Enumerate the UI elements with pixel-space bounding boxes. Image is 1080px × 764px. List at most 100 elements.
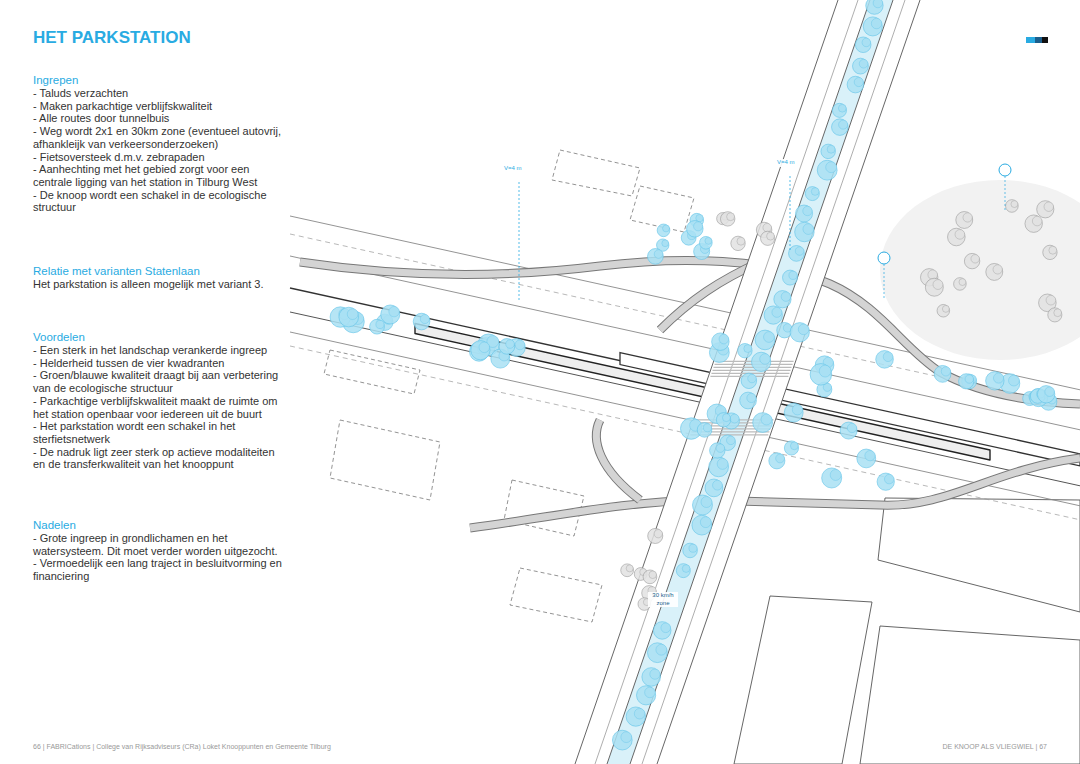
existing-building-outline bbox=[510, 568, 602, 622]
tree-blue bbox=[692, 515, 712, 535]
road-edge bbox=[607, 0, 870, 764]
green-strip bbox=[607, 0, 893, 764]
tree-grey bbox=[948, 228, 966, 246]
text-section: Ingrepen- Taluds verzachten- Maken parka… bbox=[33, 74, 285, 214]
height-label: V=4 m bbox=[503, 165, 523, 173]
tree-blue bbox=[993, 373, 1003, 383]
tree-blue bbox=[760, 354, 771, 365]
tree-blue bbox=[877, 473, 894, 490]
tree-blue bbox=[648, 249, 664, 265]
bullet-text: - Weg wordt 2x1 en 30km zone (eventueel … bbox=[33, 125, 285, 150]
page-mark bbox=[1026, 37, 1035, 43]
tree-grey bbox=[763, 223, 772, 232]
tree-blue bbox=[965, 375, 973, 383]
height-leader bbox=[790, 176, 791, 250]
tree-blue bbox=[744, 345, 752, 353]
bullet-text: - Een sterk in het landschap verankerde … bbox=[33, 344, 285, 357]
tree-blue bbox=[499, 339, 515, 355]
tree-blue bbox=[826, 162, 837, 173]
tree-blue bbox=[855, 37, 871, 53]
tree-blue bbox=[784, 441, 798, 455]
tree-grey bbox=[767, 232, 775, 240]
tree-grey bbox=[643, 570, 657, 584]
park-wash bbox=[880, 180, 1080, 360]
tree-blue bbox=[687, 221, 704, 238]
tree-blue bbox=[740, 392, 757, 409]
text-section: Nadelen- Grote ingreep in grondlichamen … bbox=[33, 519, 285, 583]
tree-grey bbox=[933, 280, 943, 290]
tree-blue bbox=[741, 373, 756, 388]
bullet-text: - De knoop wordt een schakel in de ecolo… bbox=[33, 189, 285, 214]
tree-grey bbox=[971, 255, 979, 263]
tree-blue bbox=[719, 334, 729, 344]
height-label: V=4 m bbox=[776, 159, 796, 167]
tree-grey bbox=[649, 571, 657, 579]
tree-blue bbox=[840, 422, 857, 439]
section-heading: Relatie met varianten Statenlaan bbox=[33, 265, 285, 278]
tree-grey bbox=[720, 212, 734, 226]
tree-grey bbox=[648, 528, 663, 543]
bullet-text: - Helderheid tussen de vier kwadranten bbox=[33, 357, 285, 370]
tree-blue bbox=[774, 291, 791, 308]
text-section: Relatie met varianten StatenlaanHet park… bbox=[33, 265, 285, 291]
tree-blue bbox=[705, 479, 723, 497]
tree-blue bbox=[682, 565, 690, 573]
tree-grey bbox=[959, 279, 966, 286]
road-edge bbox=[595, 0, 858, 764]
tree-grey bbox=[1011, 201, 1018, 208]
tree-blue bbox=[376, 320, 384, 328]
tree-grey bbox=[928, 270, 938, 280]
tree-blue bbox=[865, 450, 875, 460]
tree-blue bbox=[959, 374, 974, 389]
tree-blue bbox=[755, 330, 775, 350]
tree-blue bbox=[722, 414, 730, 422]
road-surface bbox=[575, 0, 920, 764]
tree-blue bbox=[832, 103, 846, 117]
tree-blue bbox=[817, 160, 837, 180]
building-block bbox=[878, 498, 1080, 612]
section-heading: Voordelen bbox=[33, 331, 285, 344]
tree-grey bbox=[964, 253, 979, 268]
tree-blue bbox=[612, 730, 632, 750]
tree-blue bbox=[621, 732, 632, 743]
tree-blue bbox=[381, 305, 400, 324]
tree-blue bbox=[650, 669, 660, 679]
tree-grey bbox=[993, 265, 1002, 274]
tree-blue bbox=[656, 644, 667, 655]
tree-blue bbox=[413, 313, 430, 330]
tree-blue bbox=[810, 364, 832, 386]
tree-blue bbox=[805, 187, 819, 201]
tree-blue bbox=[1037, 386, 1054, 403]
tree-blue bbox=[795, 247, 804, 256]
tree-blue bbox=[776, 454, 785, 463]
tree-blue bbox=[689, 544, 697, 552]
map-marker bbox=[878, 252, 890, 264]
bullet-text: - Parkachtige verblijfskwaliteit maakt d… bbox=[33, 395, 285, 420]
tree-blue bbox=[693, 495, 713, 515]
text-section: Voordelen- Een sterk in het landschap ve… bbox=[33, 331, 285, 471]
tree-blue bbox=[713, 480, 723, 490]
section-heading: Ingrepen bbox=[33, 74, 285, 87]
tree-blue bbox=[705, 237, 712, 244]
tree-grey bbox=[937, 304, 950, 317]
bullet-text: - Vermoedelijk een lang traject in beslu… bbox=[33, 557, 285, 582]
tree-grey bbox=[1054, 309, 1062, 317]
tree-blue bbox=[789, 271, 797, 279]
map-marker-stem bbox=[884, 264, 885, 298]
tree-blue bbox=[700, 517, 711, 528]
tree-blue bbox=[781, 292, 790, 301]
tree-blue bbox=[634, 708, 645, 719]
tree-blue bbox=[777, 322, 792, 337]
tree-blue bbox=[710, 443, 725, 458]
tree-blue bbox=[784, 403, 803, 422]
tree-blue bbox=[832, 119, 849, 136]
tree-blue bbox=[769, 453, 785, 469]
bullet-text: - De nadruk ligt zeer sterk op actieve m… bbox=[33, 446, 285, 471]
speed-zone-label: 30 km/h zone bbox=[648, 592, 678, 607]
tree-blue bbox=[986, 372, 1004, 390]
tree-blue bbox=[873, 0, 883, 8]
building-block bbox=[860, 626, 1080, 764]
tree-blue bbox=[709, 457, 729, 477]
tree-blue bbox=[676, 564, 690, 578]
